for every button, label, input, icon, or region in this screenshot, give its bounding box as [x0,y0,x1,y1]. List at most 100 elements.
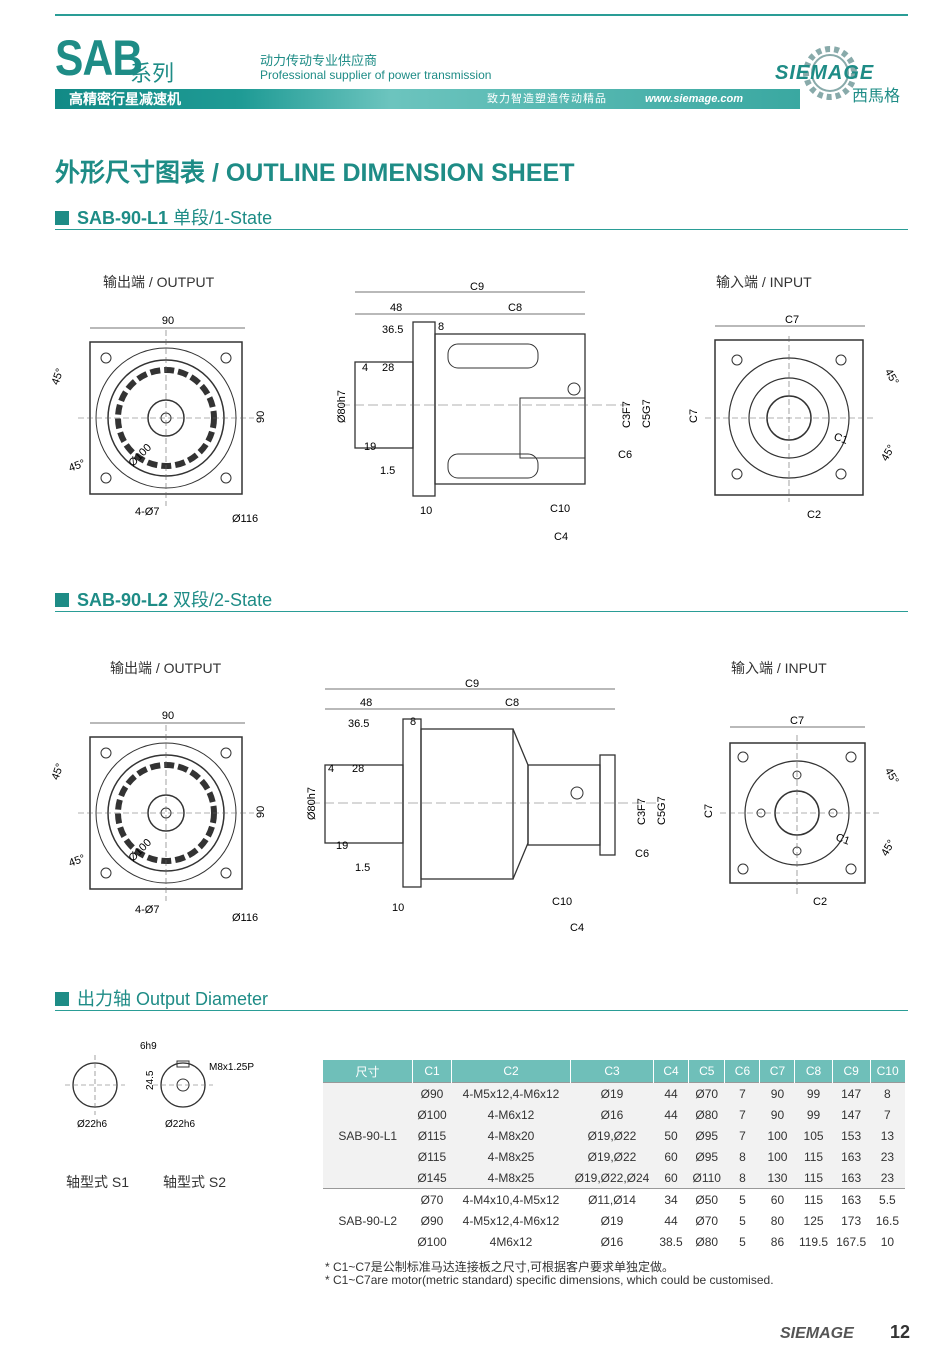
table-cell: 60 [653,1146,689,1167]
table-cell: 8 [724,1146,760,1167]
table-cell: 23 [870,1146,905,1167]
table-cell: 50 [653,1125,689,1146]
dim-10-2: 10 [392,902,404,914]
note-cn: * C1~C7是公制标准马达连接板之尺寸,可根据客户要求单独定做。 [325,1260,675,1274]
dim-4-2: 4 [328,763,334,775]
dim-45-in-b: 45° [879,443,898,463]
table-cell: Ø145 [412,1167,452,1189]
table-cell: 80 [770,1213,785,1228]
side-view-l1-drawing: C9 48 C8 36.5 8 4 28 Ø80h7 19 1.5 10 C10… [336,281,653,543]
table-cell: 115 [794,1188,833,1210]
website-link[interactable]: www.siemage.com [645,93,744,105]
table-cell: 147 [832,1082,871,1104]
model-cell: SAB-90-L2 [323,1188,413,1252]
table-cell: Ø19 [570,1082,654,1104]
col-header: C1 [412,1060,452,1083]
output-view-l2-drawing: 90 90 45° 45° Ø100 4-Ø7 Ø116 [50,710,267,924]
table-cell: Ø70 [695,1213,719,1228]
table-cell: 4-M8x25 [451,1146,571,1167]
shaft-thread: M8x1.25P [209,1062,254,1073]
dim-15: 1.5 [380,465,395,477]
table-cell: 100 [759,1125,795,1146]
dim-c8: C8 [508,302,522,314]
col-header: C7 [759,1060,796,1083]
dim-c5-2: C5G7 [656,796,668,825]
dim-4: 4 [362,362,368,374]
section-header-l2: SAB-90-L2 双段/2-State [55,589,908,612]
table-cell: 5 [724,1188,760,1210]
table-cell: 5 [739,1234,746,1249]
dim-45-a: 45° [50,367,66,387]
dim-90-top: 90 [162,315,174,327]
table-cell: 10 [880,1234,895,1249]
dim-c10: C10 [550,503,570,515]
table-cell: 38.5 [659,1234,683,1249]
dim-c9: C9 [470,281,484,293]
stage-l2: 双段/2-State [173,590,273,610]
col-header: 尺寸 [323,1060,413,1083]
dim-10: 10 [420,505,432,517]
model-l2: SAB-90-L2 [77,590,169,610]
dim-c5: C5G7 [641,399,653,428]
header-rule [55,14,908,16]
table-cell: 8 [870,1082,905,1104]
col-header: C2 [451,1060,571,1083]
table-cell: 163 [832,1188,871,1210]
col-header: C5 [688,1060,726,1083]
table-cell: Ø19 [600,1213,624,1228]
side-view-l2-drawing: C9 48 C8 36.5 8 4 28 Ø80h7 19 1.5 10 C10… [306,678,668,934]
dim-48-2: 48 [360,697,372,709]
dim-c7-top: C7 [785,314,799,326]
dim-90-side-2: 90 [255,806,267,818]
dim-holes-2: 4-Ø7 [135,904,159,916]
product-category: 高精密行星减速机 [69,91,181,107]
table-cell: 153 [832,1125,871,1146]
output-label-l2: 输出端 / OUTPUT [110,660,222,676]
table-cell: 4-M5x12,4-M6x12 [462,1213,560,1228]
table-cell: 173 [841,1213,862,1228]
table-cell: Ø95 [688,1125,725,1146]
table-cell: 115 [794,1146,833,1167]
table-cell: 90 [759,1104,795,1125]
table-cell: 7 [870,1104,905,1125]
dim-80h7: Ø80h7 [336,390,348,423]
dim-90-side: 90 [255,411,267,423]
dim-28: 28 [382,362,394,374]
note-en: * C1~C7are motor(metric standard) specif… [325,1273,774,1287]
table-cell: Ø100 [412,1104,452,1125]
dim-d116: Ø116 [232,513,258,525]
model-cell: SAB-90-L1 [323,1082,413,1189]
table-cell: 86 [770,1234,785,1249]
table-cell: 4-M5x12,4-M6x12 [451,1082,571,1104]
table-cell: 4-M4x10,4-M5x12 [451,1188,571,1210]
table-cell: 44 [653,1082,689,1104]
dim-365-2: 36.5 [348,718,369,730]
dim-c9-2: C9 [465,678,479,690]
table-cell: 44 [664,1213,678,1228]
tagline-cn: 动力传动专业供应商 [260,53,378,68]
shaft-key-height: 24.5 [145,1070,156,1090]
gear-logo-icon [803,46,857,100]
dim-45-in-b-2: 45° [879,838,898,858]
page-number: 12 [890,1322,911,1342]
table-cell: 4-M6x12 [451,1104,571,1125]
dim-c3-2: C3F7 [636,798,648,825]
dim-48: 48 [390,302,402,314]
table-cell: 163 [832,1146,871,1167]
dim-c3: C3F7 [621,401,633,428]
table-cell: Ø16 [570,1104,654,1125]
dim-45-b-2: 45° [67,853,87,870]
section-header-shaft: 出力轴 Output Diameter [55,988,908,1011]
table-cell: 23 [870,1167,905,1189]
dim-8: 8 [438,321,444,333]
shaft-type-s1: 轴型式 S1 [66,1174,130,1190]
input-label-l2: 输入端 / INPUT [731,660,827,676]
col-header: C8 [794,1060,833,1083]
table-cell: 5 [739,1213,746,1228]
table-cell: 147 [832,1104,871,1125]
model-l1: SAB-90-L1 [77,208,169,228]
shaft-key-width: 6h9 [140,1041,157,1052]
